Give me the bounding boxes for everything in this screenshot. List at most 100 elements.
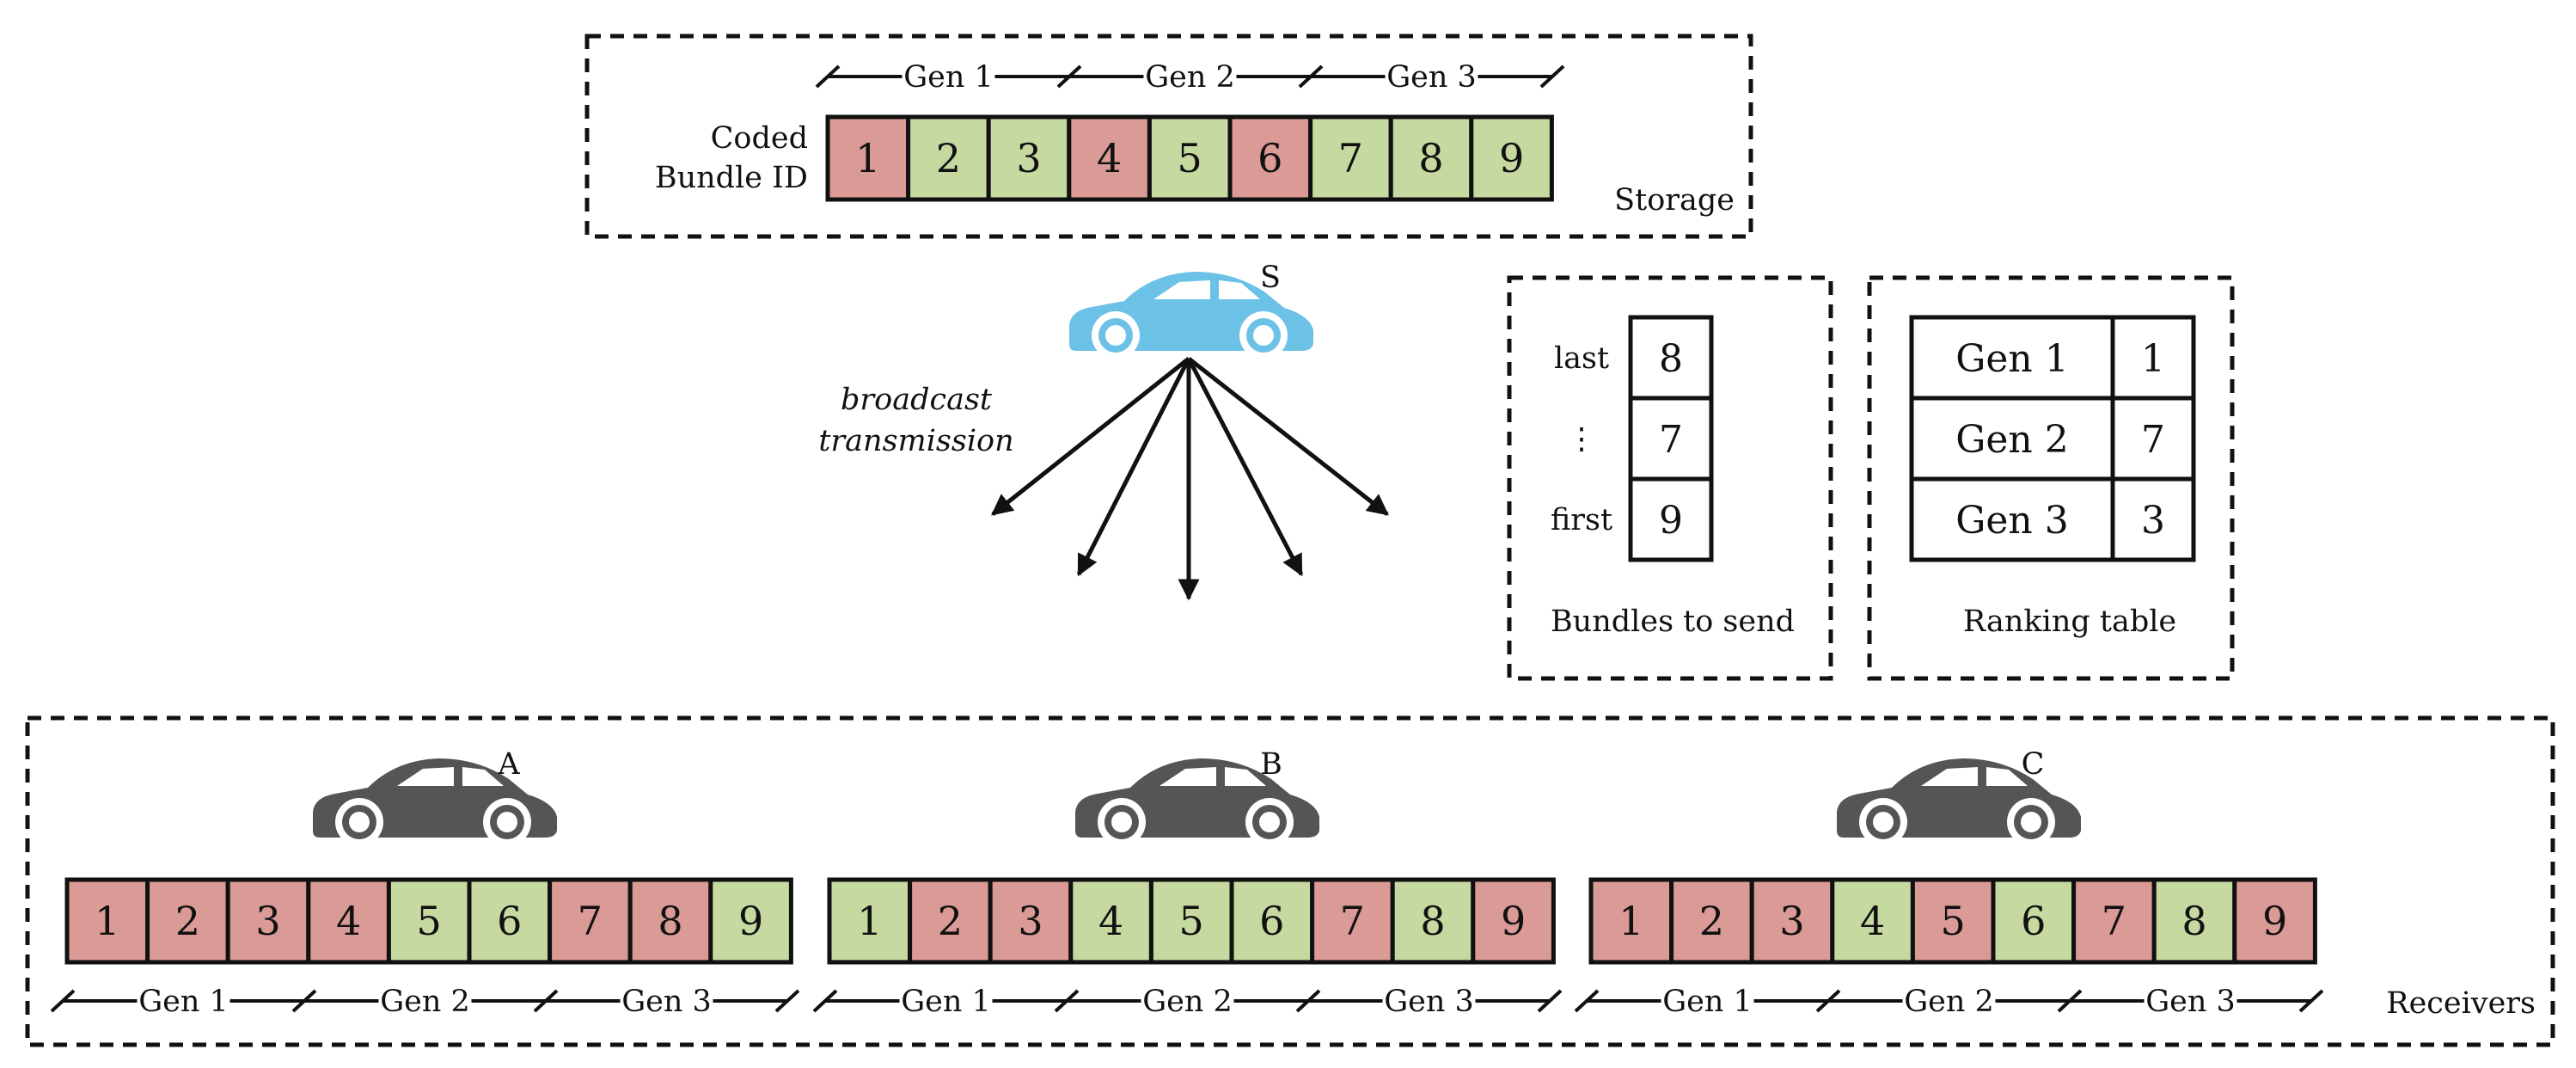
- generation-tick: [1054, 989, 1080, 1013]
- bundle-id: 5: [1179, 898, 1204, 944]
- generation-label-bg: [1385, 58, 1478, 95]
- bundle-id: 6: [497, 898, 522, 944]
- ranking-gen-cell: [1909, 315, 2115, 401]
- bundle-id: 7: [1338, 135, 1363, 181]
- generation-label: Gen 1: [901, 985, 991, 1019]
- bundle-id: 8: [1418, 135, 1443, 181]
- bundle-cell-red: [225, 877, 311, 965]
- bundle-id: 2: [938, 898, 963, 944]
- bundle-id: 8: [658, 898, 682, 944]
- bundle-cell-green: [1229, 877, 1315, 965]
- bundle-queue-label: ⋮: [1567, 422, 1597, 457]
- generation-label-bg: [137, 982, 230, 1020]
- bundle-queue-cell: [1628, 476, 1714, 562]
- sender: S broadcast transmission: [818, 261, 1389, 601]
- bundle-id: 1: [1618, 898, 1643, 944]
- bundle-cell-green: [986, 114, 1072, 202]
- sender-label: S: [1260, 261, 1281, 295]
- ranking-rank-value: 7: [2141, 418, 2165, 462]
- generation-label: Gen 3: [1384, 985, 1474, 1019]
- bundle-cell-green: [1147, 114, 1233, 202]
- generation-tick: [1295, 989, 1321, 1013]
- bundles-frame: [1507, 275, 1833, 681]
- bundle-cell-red: [825, 114, 911, 202]
- bundle-id: 2: [1699, 898, 1724, 944]
- bundle-id: 3: [255, 898, 280, 944]
- bundle-id: 3: [1016, 135, 1041, 181]
- car-icon: [313, 758, 557, 846]
- receivers-label: Receivers: [2386, 986, 2536, 1021]
- bundle-cell-red: [1067, 114, 1152, 202]
- generation-label: Gen 2: [1904, 985, 1994, 1019]
- generation-label-bg: [1143, 58, 1237, 95]
- generation-tick: [50, 989, 76, 1013]
- generation-label: Gen 2: [380, 985, 470, 1019]
- generation-tick: [1537, 989, 1563, 1013]
- generation-label: Gen 2: [1142, 985, 1233, 1019]
- storage-frame: [584, 34, 1753, 239]
- bundle-queue-value: 9: [1659, 499, 1683, 543]
- bundle-queue-label: last: [1554, 341, 1609, 376]
- generation-tick: [291, 989, 317, 1013]
- bundle-cell-red: [306, 877, 391, 965]
- bundle-id: 6: [1257, 135, 1282, 181]
- bundles-title: Bundles to send: [1551, 605, 1795, 639]
- broadcast-arrow: [1187, 357, 1389, 516]
- generation-tick: [1574, 989, 1600, 1013]
- generation-label-bg: [2144, 982, 2237, 1020]
- bundle-id: 1: [855, 135, 880, 181]
- bundle-cell-red: [1588, 877, 1674, 965]
- bundle-cell-red: [2232, 877, 2317, 965]
- bundle-id: 9: [1499, 135, 1524, 181]
- bundle-id: 5: [1178, 135, 1202, 181]
- bundle-cell-red: [1471, 877, 1556, 965]
- bundle-cell-red: [1749, 877, 1835, 965]
- bundle-id: 1: [95, 898, 119, 944]
- receivers-frame: [25, 715, 2555, 1047]
- bundle-id: 7: [1340, 898, 1365, 944]
- ranking-rank-cell: [2110, 396, 2196, 482]
- generation-label-bg: [899, 982, 993, 1020]
- bundle-cell-green: [386, 877, 472, 965]
- bundle-queue-label: first: [1551, 503, 1612, 537]
- ranking-gen-cell: [1909, 396, 2115, 482]
- generation-tick: [1539, 64, 1565, 89]
- generation-tick: [1056, 64, 1082, 89]
- generation-label: Gen 1: [138, 985, 229, 1019]
- bundle-cell-green: [1390, 877, 1476, 965]
- bundle-id: 7: [2102, 898, 2126, 944]
- bundle-id: 9: [2262, 898, 2287, 944]
- car-icon: [1837, 758, 2081, 846]
- generation-label-bg: [620, 982, 713, 1020]
- ranking-rank-value: 1: [2141, 337, 2165, 381]
- generation-label-bg: [1661, 982, 1754, 1020]
- generation-tick: [815, 64, 841, 89]
- ranking-rank-cell: [2110, 476, 2196, 562]
- generation-label-bg: [378, 982, 472, 1020]
- generation-label: Gen 3: [621, 985, 712, 1019]
- bundle-cell-green: [708, 877, 793, 965]
- bundle-id: 3: [1779, 898, 1804, 944]
- bundle-cell-green: [1991, 877, 2077, 965]
- generation-label: Gen 2: [1145, 60, 1235, 95]
- car-icon: [1069, 272, 1313, 359]
- receiver-label: C: [2022, 747, 2045, 782]
- generation-label-bg: [902, 58, 995, 95]
- generation-label-bg: [1902, 982, 1996, 1020]
- generation-tick: [1298, 64, 1324, 89]
- ranking-gen-label: Gen 3: [1955, 499, 2069, 543]
- broadcast-label-line-2: transmission: [818, 424, 1013, 458]
- bundle-id: 4: [1097, 135, 1122, 181]
- bundle-queue-value: 8: [1659, 337, 1683, 381]
- generation-tick: [1815, 989, 1841, 1013]
- bundle-cell-red: [1669, 877, 1754, 965]
